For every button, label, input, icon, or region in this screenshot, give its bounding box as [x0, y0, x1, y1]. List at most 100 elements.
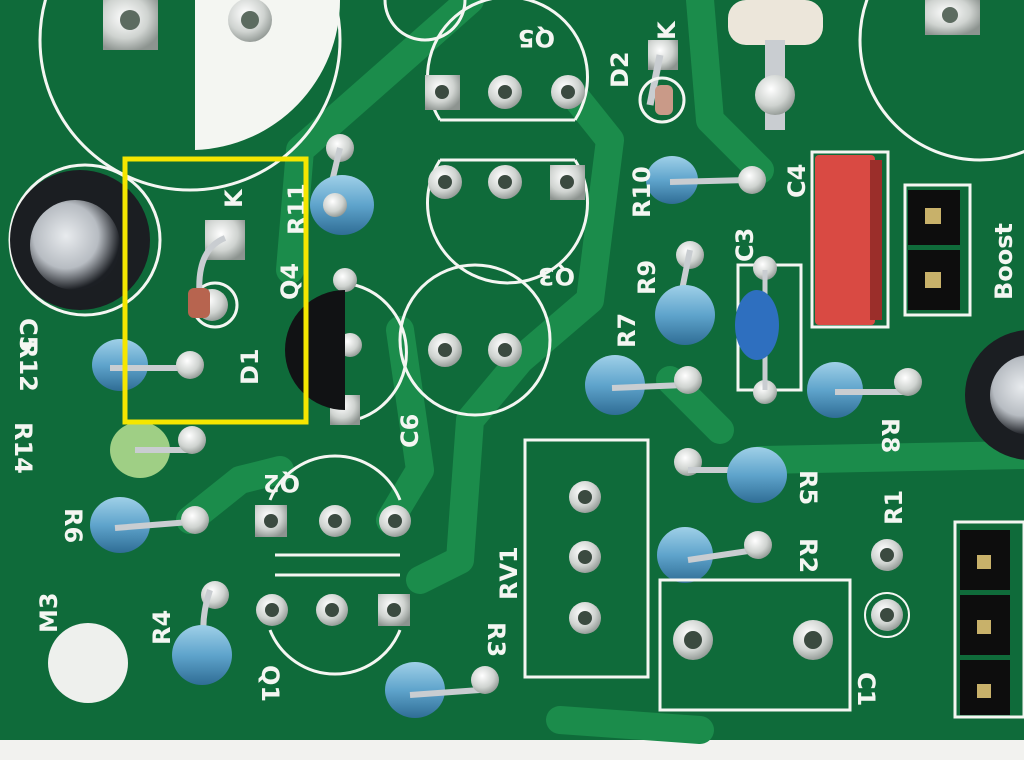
pad-hole [241, 11, 259, 29]
silk-outline-r1 [864, 592, 910, 638]
resistor-lead [687, 547, 756, 563]
silk-label-k-top: K [653, 20, 681, 40]
pad-hole [880, 608, 894, 622]
silk-outline-c4 [810, 150, 890, 329]
pad-hole [804, 631, 822, 649]
pad-hole [388, 514, 402, 528]
header-pin-tip [925, 272, 941, 288]
silk-outline-q5 [426, 0, 589, 121]
silk-outline-large-cap-left [38, 0, 342, 192]
pad-hole [438, 343, 452, 357]
resistor-lead [669, 177, 749, 185]
pad-square [648, 40, 678, 70]
silk-label-r4: R4 [148, 610, 176, 645]
pad-hole [880, 548, 894, 562]
cap-top-vent [990, 355, 1024, 435]
power-resistor-body [728, 0, 823, 45]
pad-hole [578, 490, 592, 504]
ceramic-cap-c3 [735, 290, 779, 360]
silk-label-r9: R9 [633, 260, 661, 295]
silk-label-r5: R5 [794, 470, 822, 505]
pad-round [181, 506, 209, 534]
pad-hole [942, 7, 958, 23]
pad-round [176, 351, 204, 379]
pad-round [755, 75, 795, 115]
silk-label-q5: Q5 [518, 24, 555, 52]
silk-label-q3: Q3 [538, 262, 575, 290]
pad-round [744, 531, 772, 559]
resistor-lead [409, 687, 481, 698]
silk-outline-q1 [268, 629, 402, 676]
pad-hole [561, 85, 575, 99]
transistor-q4-body [285, 290, 345, 410]
header-pin-tip [977, 684, 991, 698]
silk-label-r12: R12 [14, 340, 42, 392]
pad-hole [578, 550, 592, 564]
silk-label-q1: Q1 [256, 665, 284, 702]
silk-label-c3: C3 [731, 228, 759, 262]
silk-label-c1: C1 [852, 672, 880, 706]
silk-label-r10: R10 [628, 166, 656, 218]
pad-hole [438, 175, 452, 189]
silk-label-r1: R1 [880, 490, 908, 525]
silk-label-r14: R14 [9, 422, 37, 474]
pad-hole [387, 603, 401, 617]
pad-round [753, 380, 777, 404]
silk-label-c5: C5 [14, 318, 42, 352]
resistor-r4 [172, 625, 232, 685]
silk-label-m3: M3 [35, 592, 63, 633]
silk-outline-q2 [268, 454, 402, 501]
pad-round [674, 366, 702, 394]
silk-label-d1: D1 [236, 348, 264, 385]
film-cap-side [870, 160, 882, 320]
silk-label-q4: Q4 [276, 263, 304, 300]
pad-hole [264, 514, 278, 528]
pad-hole [498, 85, 512, 99]
resistor-lead [114, 519, 191, 531]
pad-round [471, 666, 499, 694]
pad-hole [120, 10, 140, 30]
pad-hole [325, 603, 339, 617]
header-pin-tip [925, 208, 941, 224]
pad-hole [265, 603, 279, 617]
silk-outline-d2 [638, 76, 686, 124]
copper-traces [176, 0, 1024, 744]
silk-label-r2: R2 [794, 538, 822, 573]
header-pin-tip [977, 555, 991, 569]
cap-top-vent [30, 200, 120, 290]
silk-outline-rv1 [523, 438, 650, 679]
silk-label-d2: D2 [606, 51, 634, 88]
resistor-top-lead [323, 193, 347, 217]
silk-label-r8: R8 [876, 418, 904, 453]
silk-label-r6: R6 [59, 508, 87, 543]
silk-label-r7: R7 [613, 313, 641, 348]
pad-hole [578, 611, 592, 625]
resistor-r3 [385, 662, 445, 718]
silk-label-r3: R3 [482, 622, 510, 657]
mounting-hole-m3 [48, 623, 128, 703]
film-cap-c4 [815, 155, 875, 325]
pad-round [894, 368, 922, 396]
pad-hole [435, 85, 449, 99]
silk-outline-c1 [658, 578, 852, 712]
silk-outline-q4 [354, 283, 408, 422]
resistor-lead [611, 382, 686, 391]
diode-body-d1 [188, 288, 210, 318]
silk-outline-large-cap-right [858, 0, 1024, 162]
silk-arc-top [383, 0, 467, 42]
pad-round [178, 426, 206, 454]
pad-hole [560, 175, 574, 189]
silk-outline-c6 [398, 263, 552, 417]
silk-label-rv1: RV1 [495, 546, 523, 600]
header-pin-tip [977, 620, 991, 634]
pad-round [738, 166, 766, 194]
pad-hole [498, 175, 512, 189]
resistor-r5 [727, 447, 787, 503]
silk-outline-header-right [953, 520, 1024, 719]
pad-hole [684, 631, 702, 649]
silk-label-c6: C6 [396, 414, 424, 448]
diode-body [655, 85, 673, 115]
pad-round [333, 268, 357, 292]
